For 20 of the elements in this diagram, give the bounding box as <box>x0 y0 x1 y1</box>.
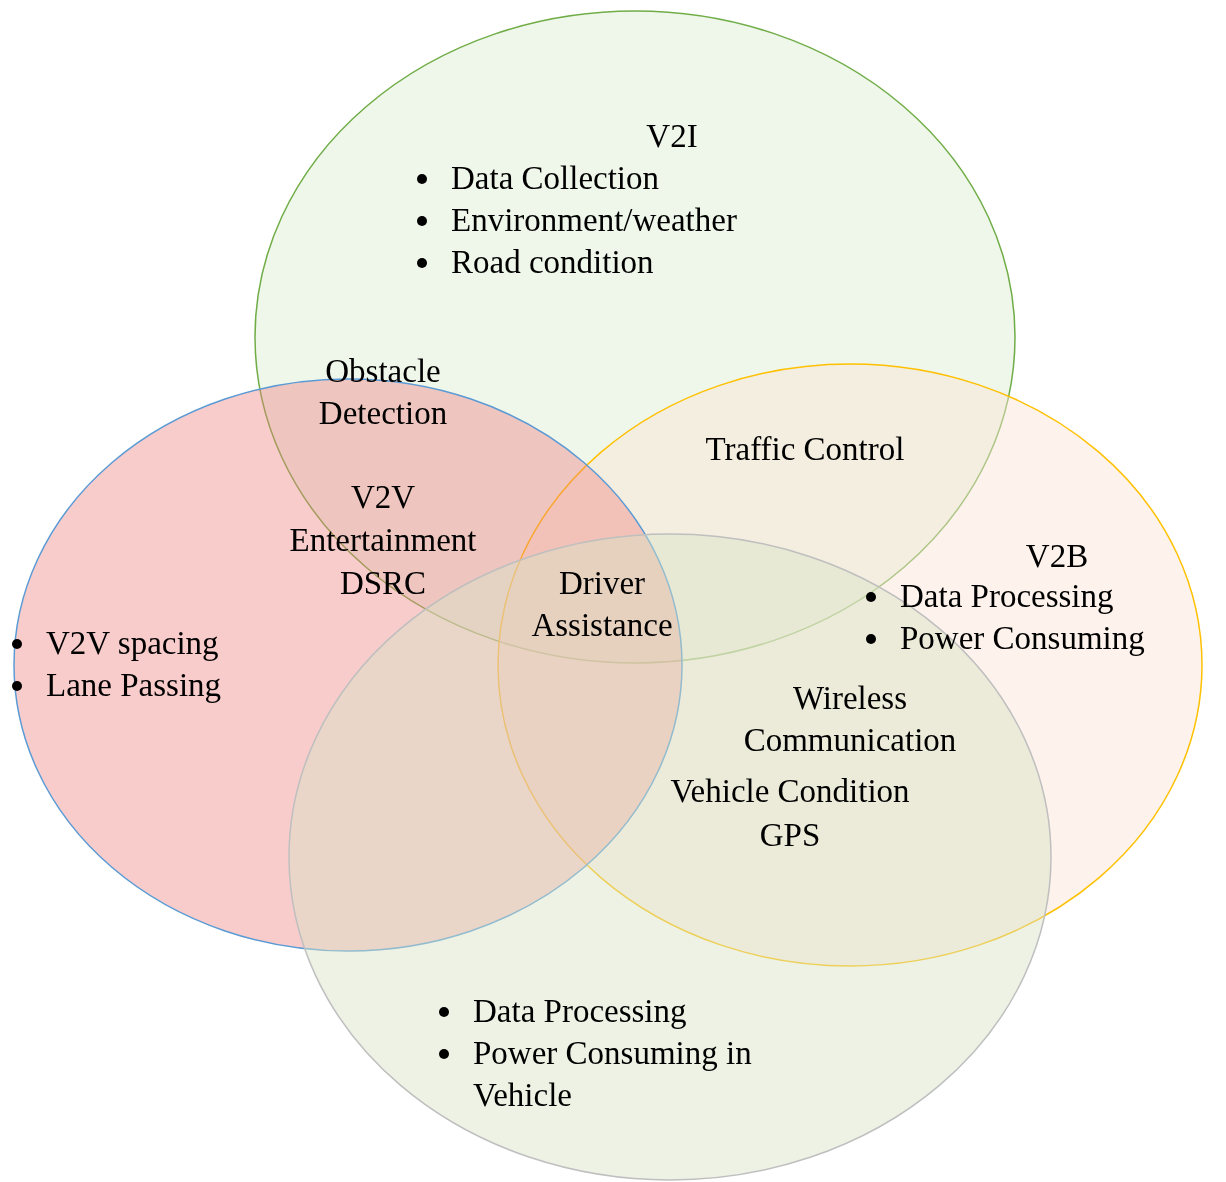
overlap-label: Wireless Communication <box>742 679 958 760</box>
overlap-label: Entertainment <box>288 521 478 560</box>
overlap-label: Obstacle Detection <box>317 352 449 433</box>
bullet-item: Power Consuming <box>862 617 1222 659</box>
bullet-item: Road condition <box>413 241 833 283</box>
bullet-item: Data Processing <box>862 575 1222 617</box>
bullet-item: Lane Passing <box>8 664 308 706</box>
overlap-label: Traffic Control <box>705 430 905 469</box>
bullet-item: V2V spacing <box>8 622 308 664</box>
bullet-item: Data Processing <box>435 990 805 1032</box>
overlap-label: GPS <box>758 816 822 855</box>
bullet-item: Power Consuming in Vehicle <box>435 1032 805 1116</box>
set-title: V2I <box>645 117 699 156</box>
overlap-label: DSRC <box>338 564 428 603</box>
overlap-label: Driver Assistance <box>530 564 674 645</box>
bullet-item: Data Collection <box>413 157 833 199</box>
overlap-label: V2V <box>349 478 417 517</box>
overlap-label: Vehicle Condition <box>669 772 911 811</box>
bullet-item: Environment/weather <box>413 199 833 241</box>
set-title: V2B <box>1024 537 1090 576</box>
